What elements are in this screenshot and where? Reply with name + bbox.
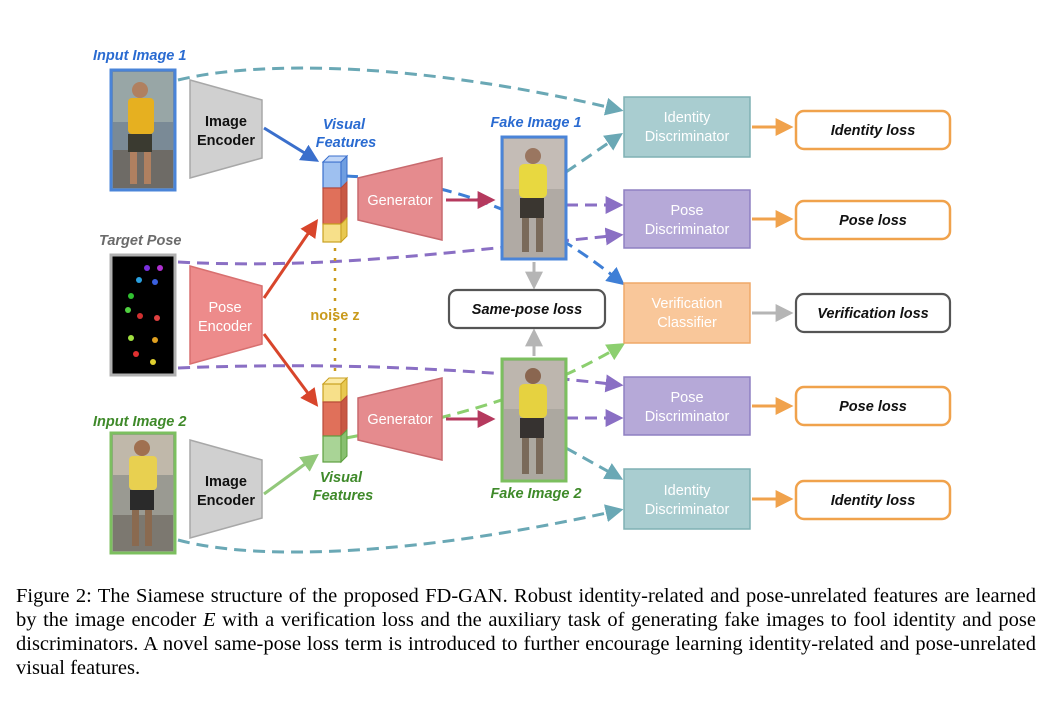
svg-text:Image: Image xyxy=(205,474,247,490)
fake-image-1-label: Fake Image 1 xyxy=(490,115,581,131)
caption-suffix: with a verification loss and the auxilia… xyxy=(16,609,1036,679)
svg-text:Discriminator: Discriminator xyxy=(645,129,730,145)
pose-loss-top: Pose loss xyxy=(794,199,952,241)
same-pose-loss-box: Same-pose loss xyxy=(447,288,607,330)
svg-text:Pose loss: Pose loss xyxy=(839,399,907,415)
fake-image-2 xyxy=(500,357,568,483)
svg-text:Pose: Pose xyxy=(208,300,241,316)
caption-math-E: E xyxy=(202,609,216,631)
arrow-pose-to-visual1 xyxy=(262,219,319,299)
figure-caption: Figure 2: The Siamese structure of the p… xyxy=(16,584,1036,680)
input-image-2 xyxy=(109,431,177,555)
svg-text:Pose: Pose xyxy=(670,203,703,219)
svg-text:Discriminator: Discriminator xyxy=(645,502,730,518)
feature-block-pose-top xyxy=(322,187,342,225)
svg-text:Image: Image xyxy=(205,114,247,130)
target-pose-image xyxy=(109,253,177,377)
pose-discriminator-top: Pose Discriminator xyxy=(623,189,751,249)
svg-text:Classifier: Classifier xyxy=(657,315,717,331)
visual-features-bottom-label: Visual Features xyxy=(313,470,373,504)
feature-stack-top xyxy=(321,154,349,244)
feature-stack-bottom xyxy=(321,376,349,464)
target-pose-label: Target Pose xyxy=(99,233,181,249)
identity-loss-bottom: Identity loss xyxy=(794,479,952,521)
svg-text:Pose loss: Pose loss xyxy=(839,213,907,229)
arrow-encoder2-to-visual2 xyxy=(263,453,319,496)
feature-block-noise-bottom xyxy=(322,383,342,403)
input-image-1-label: Input Image 1 xyxy=(93,48,186,64)
identity-discriminator-bottom: Identity Discriminator xyxy=(623,468,751,530)
pose-loss-bottom: Pose loss xyxy=(794,385,952,427)
noise-label: noise z xyxy=(310,308,359,324)
pose-discriminator-bottom: Pose Discriminator xyxy=(623,376,751,436)
svg-text:Discriminator: Discriminator xyxy=(645,222,730,238)
svg-text:Identity: Identity xyxy=(664,483,711,499)
arrow-pose-to-visual2 xyxy=(262,333,319,407)
feature-block-pose-bottom xyxy=(322,401,342,437)
svg-text:Encoder: Encoder xyxy=(198,319,252,335)
dashed-input2-to-identity-disc xyxy=(177,504,624,554)
identity-discriminator-top: Identity Discriminator xyxy=(623,96,751,158)
visual-features-top-label: Visual Features xyxy=(316,117,376,151)
fake-image-1 xyxy=(500,135,568,261)
fake-image-2-label: Fake Image 2 xyxy=(490,486,581,502)
verification-classifier: Verification Classifier xyxy=(623,282,751,344)
dashed-fake2-to-identity-disc xyxy=(565,446,624,480)
identity-loss-top: Identity loss xyxy=(794,109,952,151)
feature-block-visual-bottom xyxy=(322,435,342,463)
input-image-1 xyxy=(109,68,177,192)
svg-text:Encoder: Encoder xyxy=(197,493,255,509)
svg-text:Identity: Identity xyxy=(664,110,711,126)
image-encoder-bottom: Image Encoder xyxy=(189,439,263,539)
dashed-input1-to-identity-disc xyxy=(177,66,624,116)
svg-text:Identity loss: Identity loss xyxy=(831,123,916,139)
generator-bottom: Generator xyxy=(357,377,443,461)
svg-text:Identity loss: Identity loss xyxy=(831,493,916,509)
image-encoder-top: Image Encoder xyxy=(189,79,263,179)
feature-block-visual-top xyxy=(322,161,342,189)
arrow-encoder1-to-visual1 xyxy=(263,126,320,162)
svg-text:Discriminator: Discriminator xyxy=(645,409,730,425)
input-image-2-label: Input Image 2 xyxy=(93,414,186,430)
feature-block-noise-top xyxy=(322,223,342,243)
fd-gan-diagram: Input Image 1 Target Pose Input Image 2 xyxy=(93,48,952,555)
dashed-visual2-to-verification xyxy=(345,343,626,440)
svg-text:Encoder: Encoder xyxy=(197,133,255,149)
svg-text:Same-pose loss: Same-pose loss xyxy=(472,302,582,318)
dashed-fake1-to-identity-disc xyxy=(565,132,623,174)
generator-top: Generator xyxy=(357,157,443,241)
svg-text:Pose: Pose xyxy=(670,390,703,406)
svg-text:Verification loss: Verification loss xyxy=(817,306,928,322)
caption-prefix: Figure 2: The Siamese structure of the p… xyxy=(16,585,1036,631)
svg-text:Generator: Generator xyxy=(367,412,432,428)
svg-text:Verification: Verification xyxy=(652,296,723,312)
svg-text:Generator: Generator xyxy=(367,193,432,209)
verification-loss: Verification loss xyxy=(794,292,952,334)
pose-encoder: Pose Encoder xyxy=(189,265,263,365)
